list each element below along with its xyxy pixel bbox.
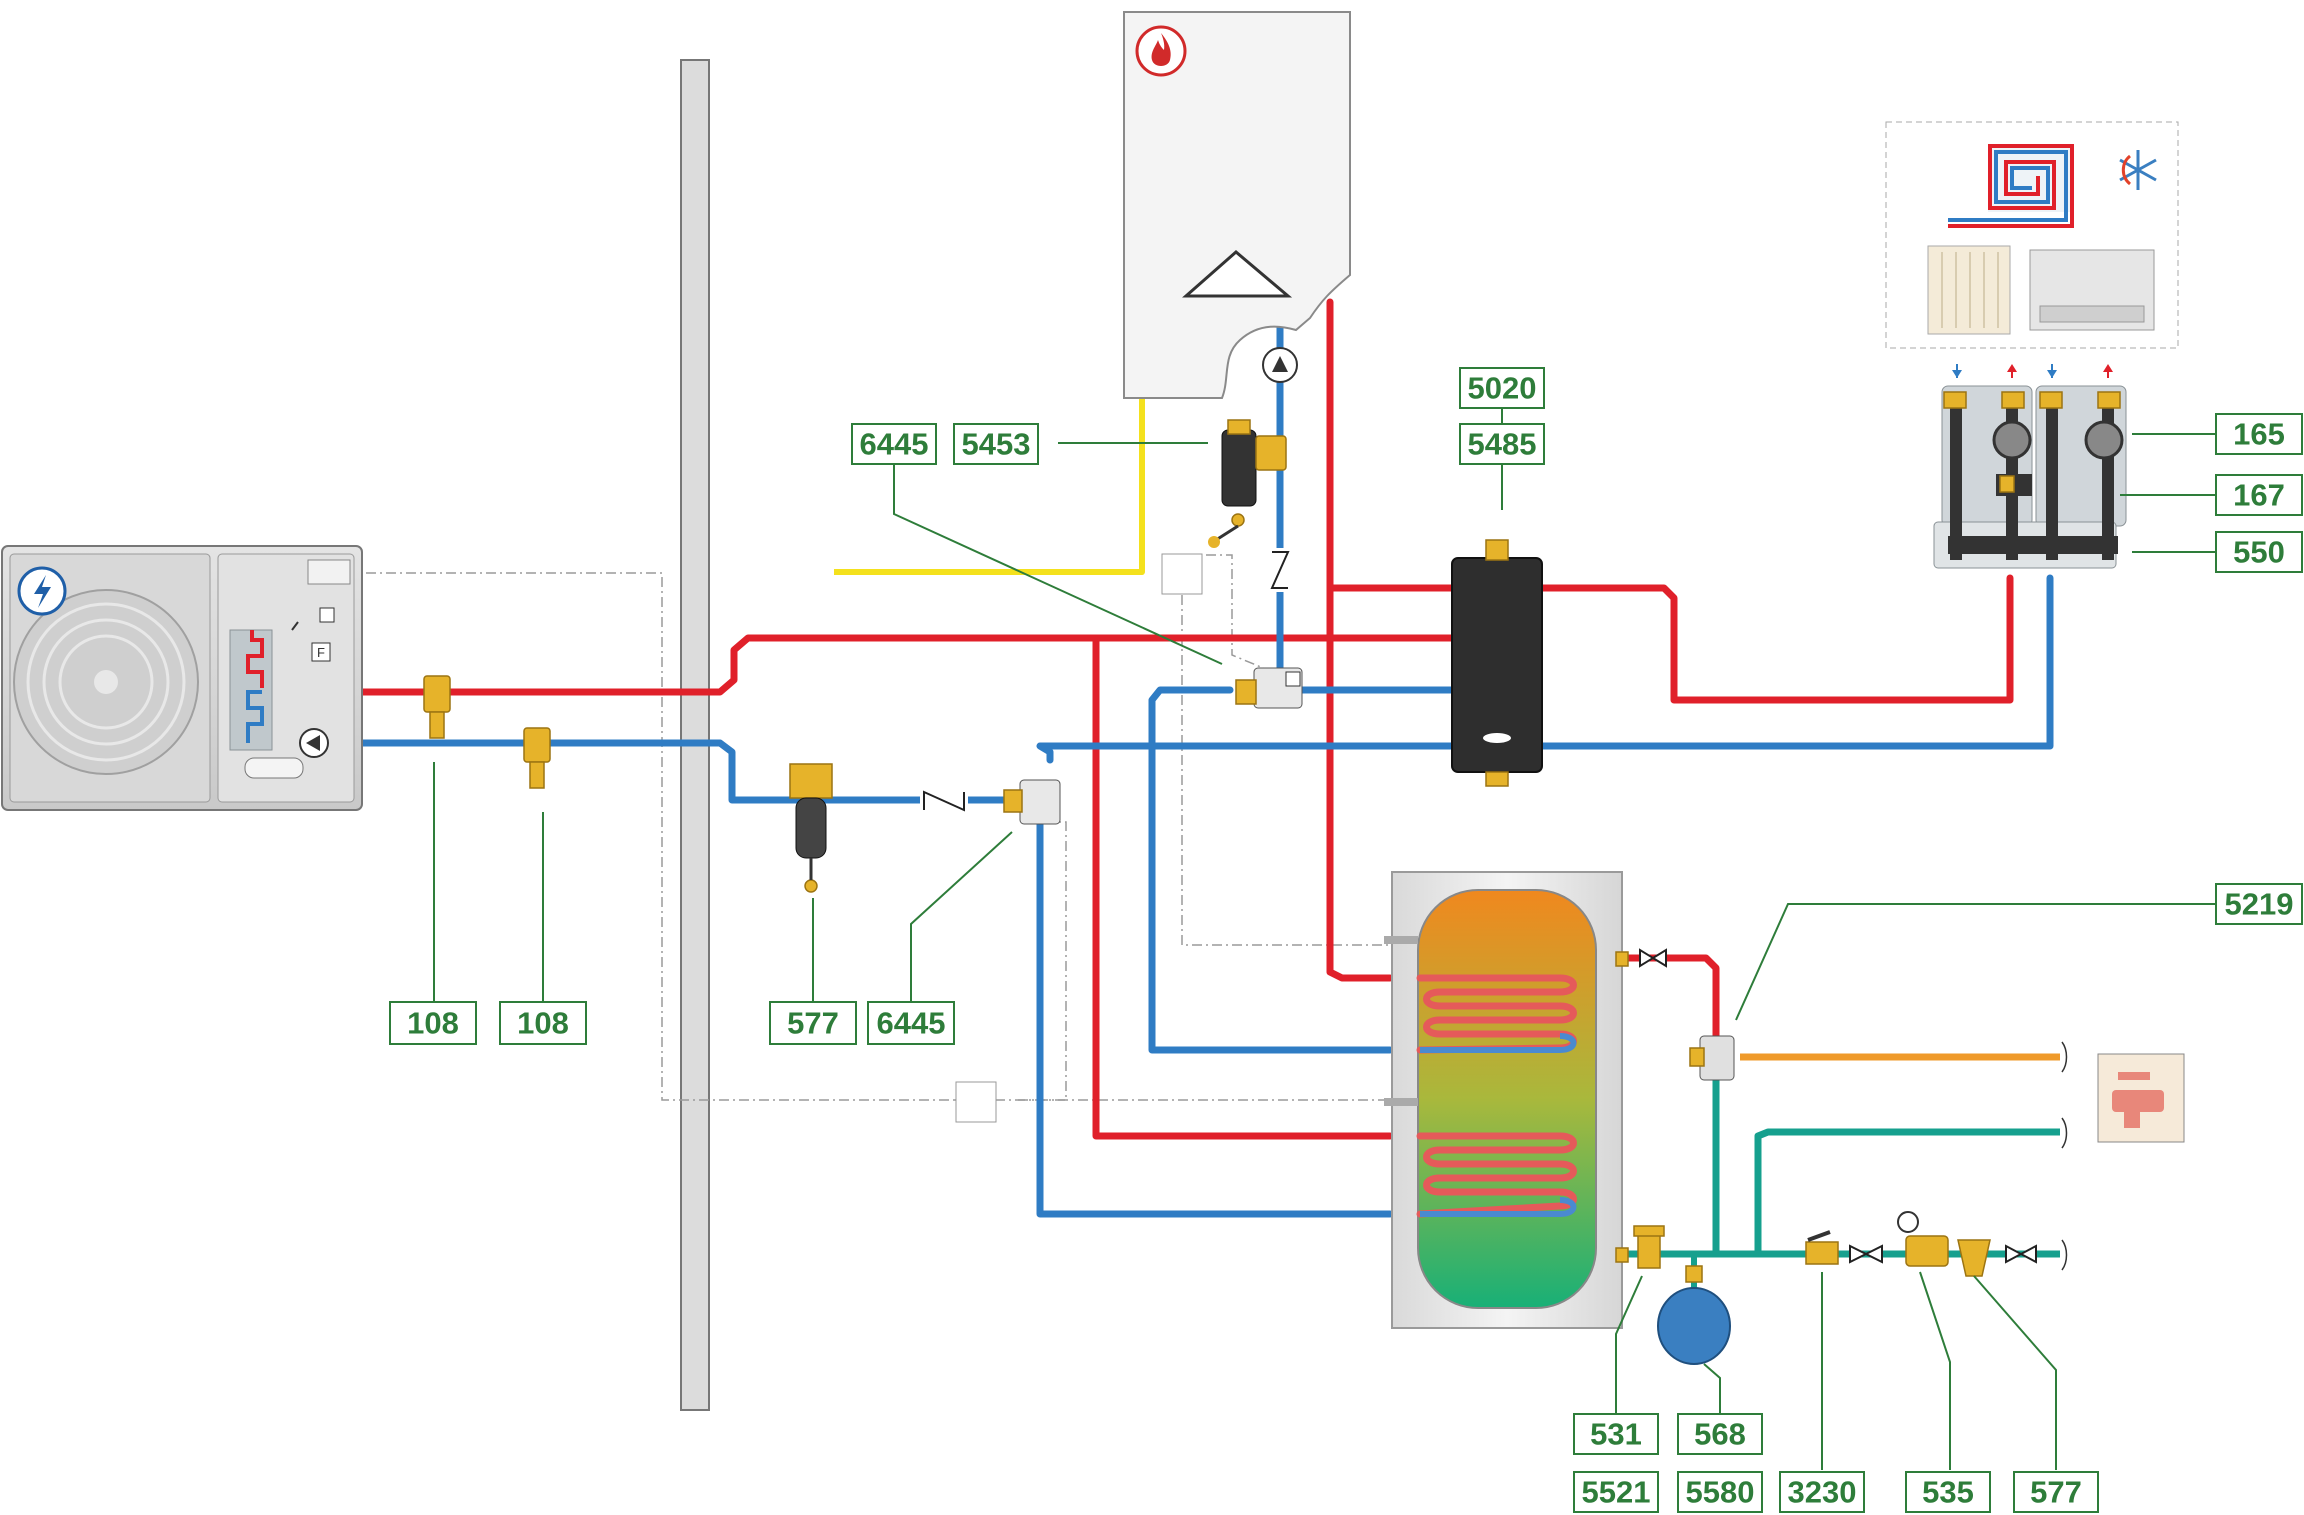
hydraulic-separator — [1451, 539, 1543, 787]
svg-text:5020: 5020 — [1468, 371, 1537, 406]
shutoff-valve-1 — [1849, 1244, 1883, 1264]
label-5485: 5485 — [1459, 423, 1545, 465]
control-wiring — [366, 554, 1388, 1101]
label-5453: 5453 — [953, 423, 1039, 465]
floor-heating-icon — [1948, 144, 2074, 228]
label-5020: 5020 — [1459, 367, 1545, 409]
svg-text:108: 108 — [517, 1006, 569, 1041]
pipe-ends — [2061, 1041, 2068, 1271]
snowflake-icon — [2119, 150, 2157, 190]
check-valve-horizontal — [920, 786, 968, 812]
check-valve — [1270, 548, 1290, 592]
label-550: 550 — [2215, 531, 2303, 573]
svg-text:F: F — [317, 645, 325, 660]
label-6445-lower: 6445 — [867, 1001, 955, 1045]
filter-577 — [1957, 1239, 1991, 1277]
hot-pipes — [344, 298, 2014, 1140]
flame-icon — [1135, 25, 1187, 77]
cold-pipes — [332, 321, 2054, 1218]
svg-text:5453: 5453 — [962, 427, 1031, 462]
label-6445-boiler: 6445 — [851, 423, 937, 465]
svg-text:550: 550 — [2233, 535, 2285, 570]
label-535: 535 — [1905, 1471, 1991, 1513]
svg-text:531: 531 — [1590, 1417, 1642, 1452]
radiator-icon — [1927, 245, 2011, 335]
junction-box — [955, 1081, 997, 1123]
label-5580: 5580 — [1677, 1471, 1763, 1513]
svg-text:3230: 3230 — [1788, 1475, 1857, 1510]
svg-text:5521: 5521 — [1582, 1475, 1651, 1510]
svg-text:5219: 5219 — [2225, 887, 2294, 922]
pressure-reducer-535 — [1897, 1211, 1949, 1267]
dhw-storage-tank — [1384, 871, 1629, 1329]
svg-text:165: 165 — [2233, 417, 2285, 452]
label-167: 167 — [2215, 474, 2303, 516]
shutoff-valve-dhw — [1639, 948, 1667, 968]
label-577-filter: 577 — [2013, 1471, 2099, 1513]
svg-text:5580: 5580 — [1686, 1475, 1755, 1510]
junction-box — [1161, 553, 1203, 595]
dirt-separator-577 — [789, 763, 833, 893]
wall — [680, 59, 710, 1411]
label-165: 165 — [2215, 413, 2303, 455]
svg-text:535: 535 — [1922, 1475, 1974, 1510]
label-568: 568 — [1677, 1413, 1763, 1455]
label-5521: 5521 — [1573, 1471, 1659, 1513]
label-108-hot: 108 — [389, 1001, 477, 1045]
svg-text:568: 568 — [1694, 1417, 1746, 1452]
svg-text:577: 577 — [2030, 1475, 2082, 1510]
diverter-valve-top — [1235, 667, 1303, 709]
svg-text:6445: 6445 — [860, 427, 929, 462]
valve-108-cold — [523, 727, 551, 789]
tap-icon — [2097, 1053, 2185, 1143]
diverter-valve-lower — [1003, 779, 1061, 825]
svg-text:577: 577 — [787, 1006, 839, 1041]
label-108-cold: 108 — [499, 1001, 587, 1045]
label-3230: 3230 — [1779, 1471, 1865, 1513]
magnetic-dirt-separator — [1208, 419, 1287, 548]
heat-pump-unit: F — [1, 545, 363, 811]
ball-valve-3230 — [1805, 1230, 1839, 1265]
fan-coil-icon — [2029, 249, 2155, 331]
label-531: 531 — [1573, 1413, 1659, 1455]
thermostatic-mixing-valve — [1689, 1035, 1735, 1081]
lightning-icon — [17, 566, 67, 616]
svg-text:167: 167 — [2233, 478, 2285, 513]
valve-108-hot — [423, 675, 451, 739]
safety-relief-valve — [1633, 1225, 1665, 1269]
svg-text:6445: 6445 — [877, 1006, 946, 1041]
shutoff-valve-2 — [2005, 1244, 2037, 1264]
pump-group-manifold — [1933, 364, 2127, 569]
gas-pipe — [834, 395, 1145, 575]
svg-text:5485: 5485 — [1468, 427, 1537, 462]
label-5219: 5219 — [2215, 883, 2303, 925]
water-pipes — [1622, 1053, 2060, 1258]
expansion-vessel — [1657, 1254, 1731, 1365]
boiler-unit — [1123, 11, 1351, 399]
label-577-dirt: 577 — [769, 1001, 857, 1045]
svg-text:108: 108 — [407, 1006, 459, 1041]
